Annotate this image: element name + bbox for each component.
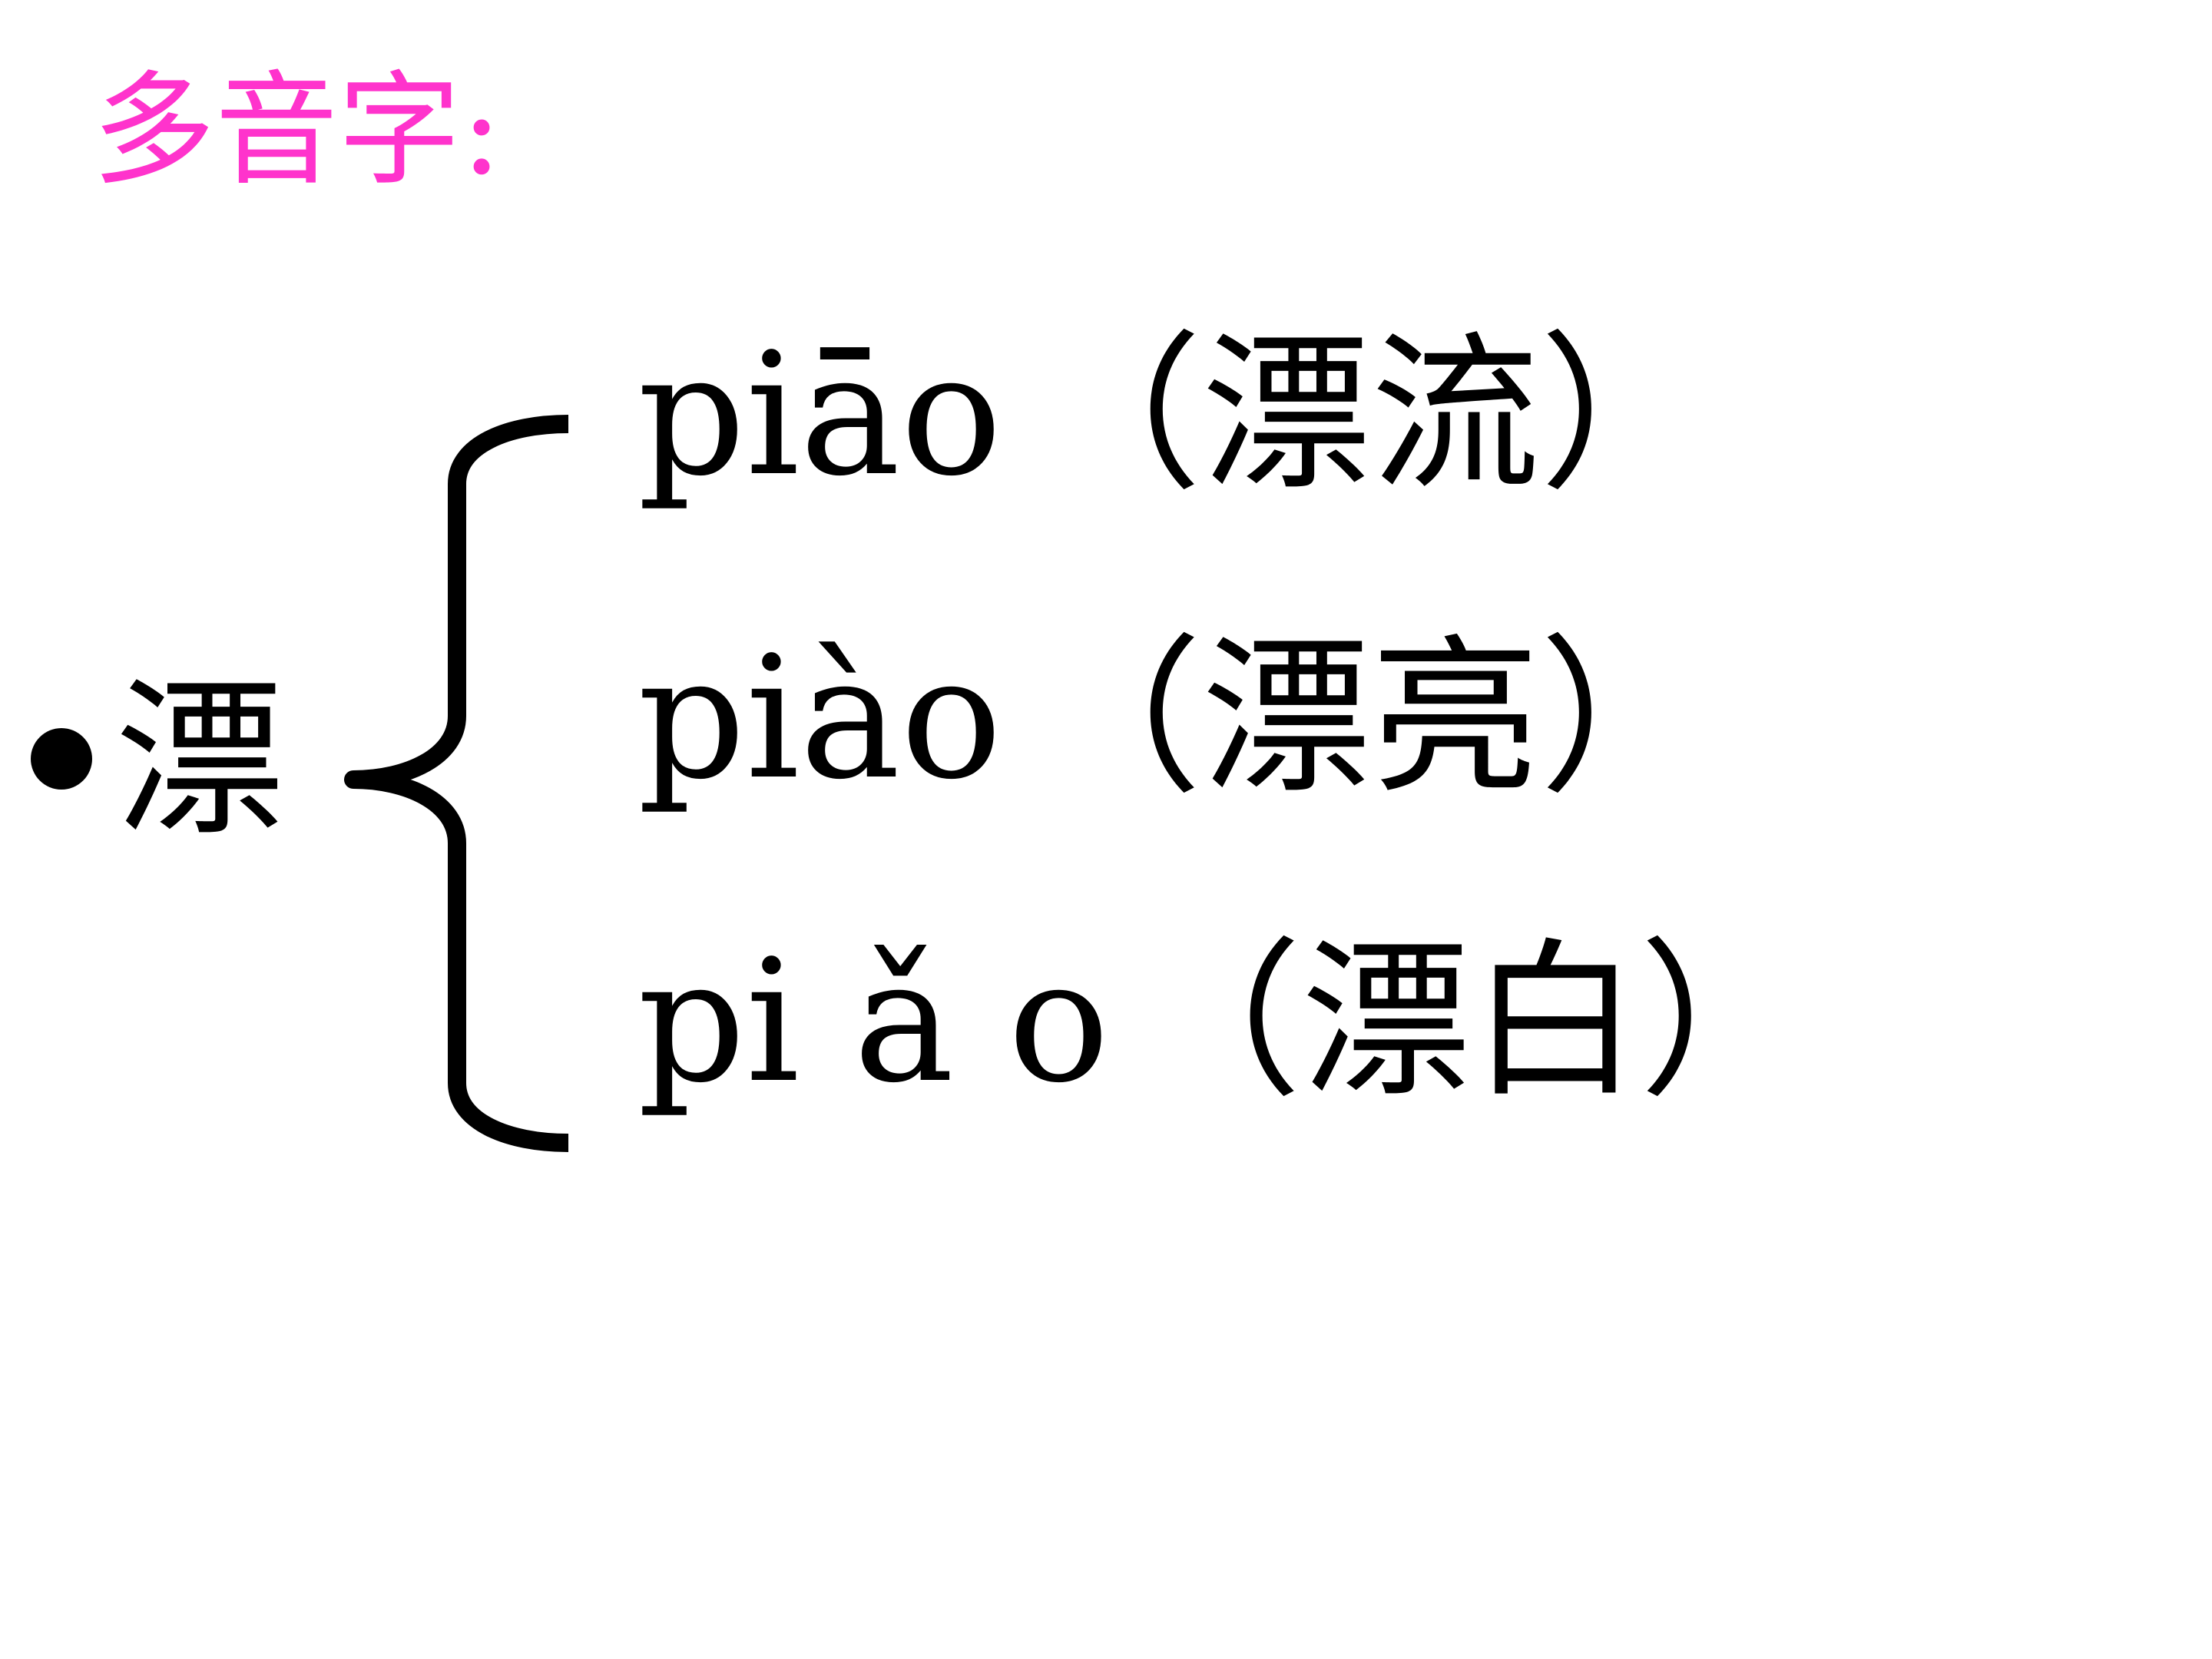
bullet-icon bbox=[31, 728, 92, 790]
example-word: （漂亮） bbox=[1032, 620, 1709, 816]
polyphonic-character: 漂 bbox=[115, 662, 285, 859]
reading-row: piāo（漂流） bbox=[637, 330, 1709, 499]
page-title: 多音字: bbox=[92, 58, 502, 202]
curly-brace-icon bbox=[344, 415, 569, 1152]
example-word: （漂流） bbox=[1032, 316, 1709, 513]
pinyin-text: pi ǎ o bbox=[637, 923, 1110, 1120]
pinyin-text: piào bbox=[637, 620, 1002, 816]
reading-row: pi ǎ o（漂白） bbox=[637, 937, 1809, 1106]
example-word: （漂白） bbox=[1132, 923, 1809, 1120]
pinyin-text: piāo bbox=[637, 316, 1002, 513]
reading-row: piào（漂亮） bbox=[637, 634, 1709, 803]
